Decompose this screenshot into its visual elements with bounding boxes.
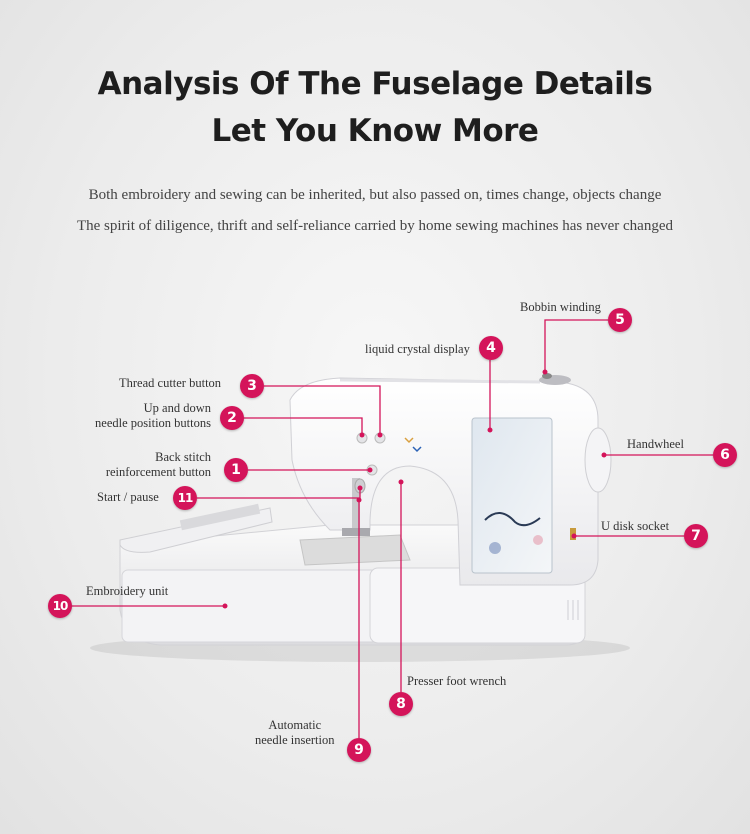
callout-label-embroidery-unit: Embroidery unit: [86, 584, 169, 598]
leader-3: [264, 385, 381, 435]
needle-plate: [299, 534, 411, 566]
callout-label-auto-needle: Automatic needle insertion: [255, 718, 335, 747]
callout-badge-6: 6: [713, 443, 737, 467]
callout-badge-9: 9: [347, 738, 371, 762]
callout-label-presser-foot: Presser foot wrench: [407, 674, 507, 688]
callout-label-thread-cutter: Thread cutter button: [119, 376, 222, 390]
callout-badge-11: 11: [173, 486, 197, 510]
callout-label-start-pause: Start / pause: [97, 490, 159, 504]
callout-badge-8: 8: [389, 692, 413, 716]
callout-label-needle-position: Up and down needle position buttons: [95, 401, 211, 430]
presser-foot: [342, 528, 370, 536]
needle-bar: [352, 478, 360, 530]
callout-label-bobbin: Bobbin winding: [520, 300, 601, 314]
callout-label-back-stitch: Back stitch reinforcement button: [105, 450, 211, 479]
leader-2: [243, 417, 363, 435]
lcd-screen: [471, 417, 553, 574]
callout-badge-2: 2: [220, 406, 244, 430]
page-title-line-2: Let You Know More: [211, 113, 539, 149]
callout-badge-4: 4: [479, 336, 503, 360]
hoop-carriage: [179, 503, 261, 531]
callout-label-handwheel: Handwheel: [627, 437, 684, 451]
subtitle-line-2: The spirit of diligence, thrift and self…: [76, 218, 673, 234]
page-title-line-1: Analysis Of The Fuselage Details: [97, 66, 653, 102]
callout-label-lcd: liquid crystal display: [365, 342, 470, 356]
callout-badge-7: 7: [684, 524, 708, 548]
callout-badge-10: 10: [48, 594, 72, 618]
callout-badge-3: 3: [240, 374, 264, 398]
callout-badge-1: 1: [224, 458, 248, 482]
handwheel: [584, 427, 612, 493]
subtitle-line-1: Both embroidery and sewing can be inheri…: [88, 187, 662, 203]
callout-label-usb: U disk socket: [601, 519, 670, 533]
leader-5: [544, 319, 608, 372]
callout-badge-5: 5: [608, 308, 632, 332]
